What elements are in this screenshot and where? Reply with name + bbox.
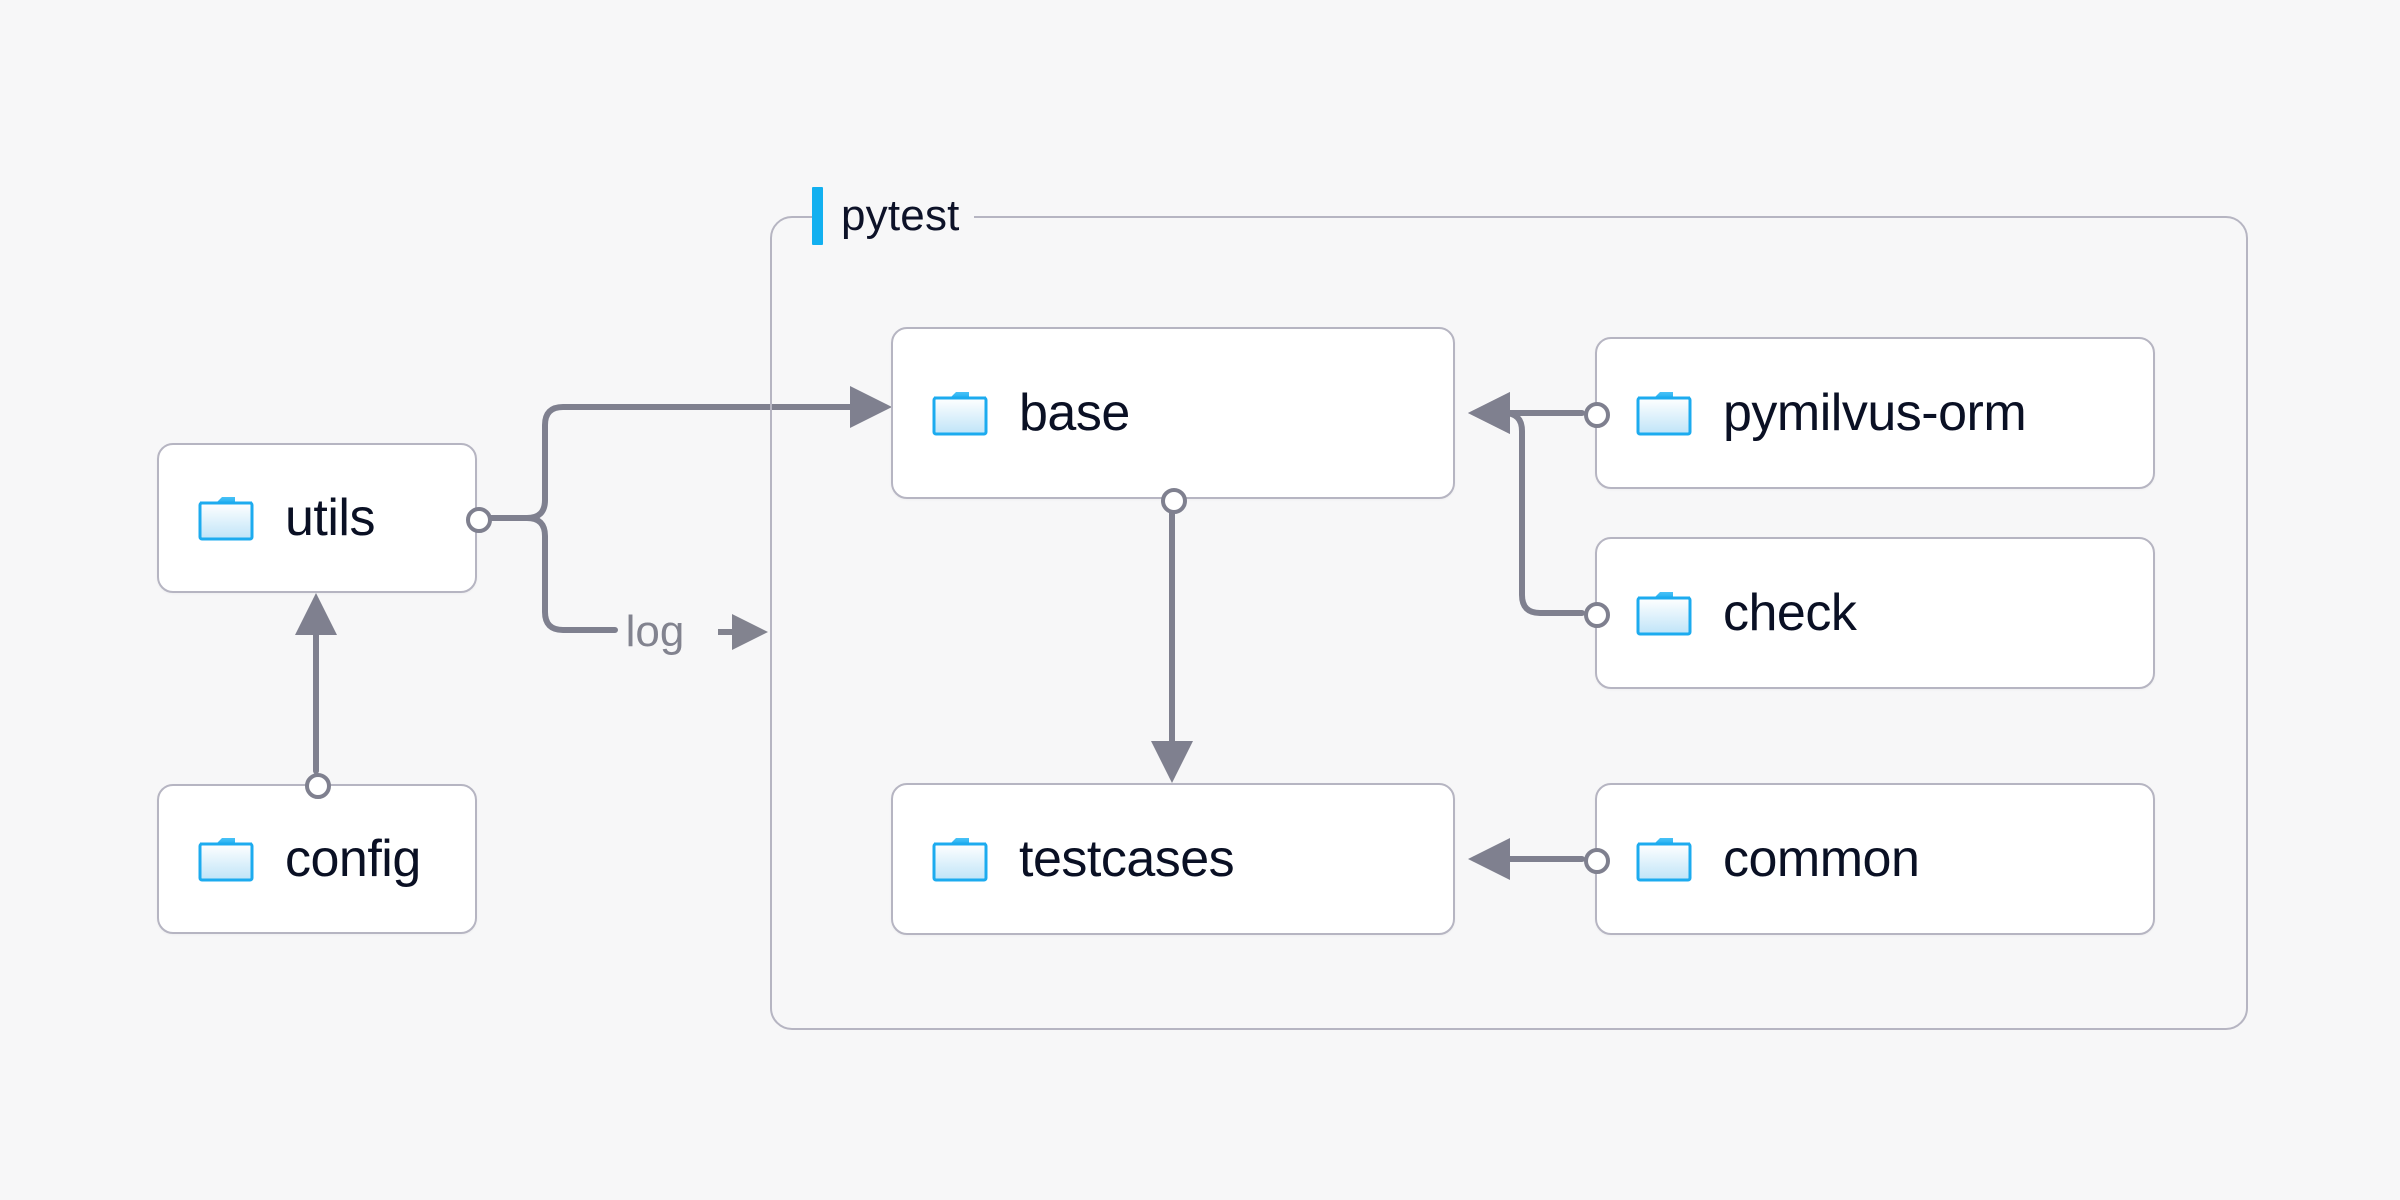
node-label-check: check [1723, 584, 1857, 642]
folder-icon [932, 838, 988, 882]
group-label-pytest: pytest [812, 186, 974, 246]
port-common-left[interactable] [1584, 848, 1610, 874]
folder-icon [1636, 838, 1692, 882]
folder-icon [1636, 592, 1692, 636]
node-common[interactable]: common [1584, 783, 2155, 935]
node-label-utils: utils [285, 489, 375, 547]
node-label-config: config [285, 830, 421, 888]
folder-icon [198, 497, 254, 541]
folder-icon [932, 392, 988, 436]
port-config-top[interactable] [305, 773, 331, 799]
node-pymilvus-orm[interactable]: pymilvus-orm [1584, 337, 2155, 489]
folder-icon [198, 838, 254, 882]
edge-label-log: log [625, 607, 685, 656]
node-utils[interactable]: utils [157, 443, 492, 593]
node-label-common: common [1723, 830, 1920, 888]
node-testcases[interactable]: testcases [891, 783, 1455, 935]
node-label-testcases: testcases [1019, 830, 1235, 888]
group-accent-bar [812, 187, 823, 245]
port-base-bottom[interactable] [1161, 488, 1187, 514]
folder-icon [1636, 392, 1692, 436]
node-config[interactable]: config [157, 773, 477, 934]
edge-utils-to-log [524, 515, 618, 633]
port-pymilvus-orm-left[interactable] [1584, 402, 1610, 428]
port-utils-right[interactable] [466, 507, 492, 533]
node-base[interactable]: base [891, 327, 1455, 514]
node-check[interactable]: check [1584, 537, 2155, 689]
group-label-text: pytest [841, 191, 960, 240]
node-label-pymilvus-orm: pymilvus-orm [1723, 384, 2027, 442]
node-label-base: base [1019, 384, 1130, 442]
group-container-pytest [770, 216, 2248, 1030]
port-check-left[interactable] [1584, 602, 1610, 628]
